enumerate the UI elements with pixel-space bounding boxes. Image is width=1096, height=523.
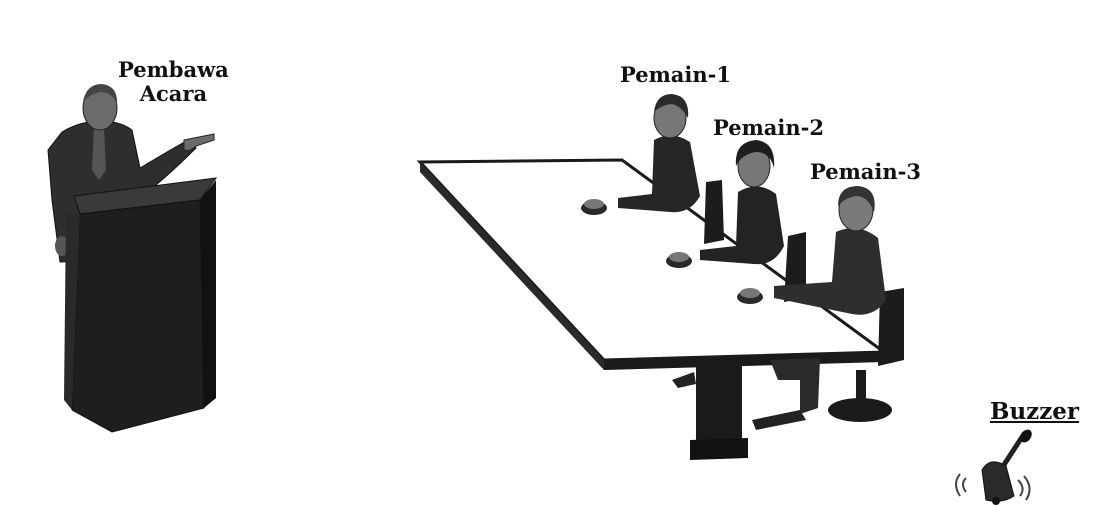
player-3-chair-stem	[856, 370, 866, 404]
podium	[64, 177, 218, 433]
player-3-chair-base	[828, 398, 892, 422]
table-pedestal-base	[690, 438, 748, 460]
buzzer-3	[737, 288, 763, 304]
player-2-body	[700, 186, 784, 265]
player-3-shoe	[752, 410, 806, 430]
player-3-label: Pemain-3	[810, 159, 921, 184]
podium-side	[200, 180, 216, 408]
host-left-hand	[55, 236, 69, 256]
player-2-label: Pemain-2	[713, 115, 824, 140]
buzzer-2	[666, 252, 692, 268]
table-edge-front	[420, 162, 604, 370]
player-1-figure	[618, 94, 724, 244]
player-1-chair	[704, 180, 724, 244]
player-3-hair	[838, 186, 875, 212]
table-edge-right	[604, 352, 884, 370]
player-2-figure	[700, 140, 806, 302]
buzzer-1	[581, 199, 607, 215]
player-1-shoe	[672, 372, 696, 388]
bell-icon	[955, 429, 1032, 505]
host-label-line2: Acara	[139, 81, 208, 107]
host-tie	[92, 128, 106, 180]
player-3-legs	[770, 358, 820, 414]
player-1-label: Pemain-1	[620, 62, 731, 87]
player-1-body	[618, 135, 700, 213]
host-label-line1: Pembawa	[118, 57, 229, 82]
host-pointing-hand	[183, 133, 215, 151]
player-3-figure	[752, 186, 904, 430]
player-3-body	[774, 228, 886, 315]
table-pedestal	[696, 356, 742, 452]
table-top	[416, 158, 889, 362]
podium-left	[64, 212, 80, 410]
player-3-chair	[878, 288, 904, 366]
podium-front	[71, 199, 205, 433]
host-label: Pembawa Acara	[118, 57, 229, 107]
host-hair	[83, 84, 118, 104]
player-1-hair	[654, 94, 689, 118]
table	[416, 158, 889, 460]
player-2-hair	[735, 140, 775, 168]
buzzer-label: Buzzer	[990, 398, 1080, 425]
